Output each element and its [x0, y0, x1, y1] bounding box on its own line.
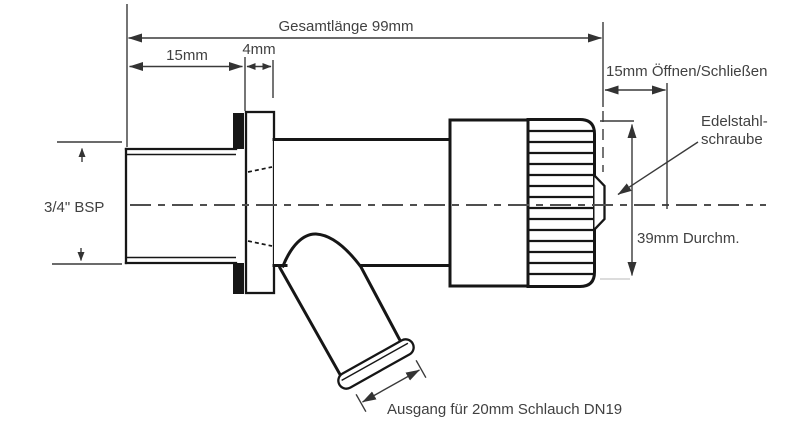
- dim-total-length-label: Gesamtlänge 99mm: [278, 18, 413, 35]
- callout-steel-screw: Edelstahl- schraube: [617, 113, 768, 196]
- dim-thread-length: 15mm: [129, 47, 243, 71]
- dim-thread-length-label: 15mm: [166, 47, 208, 64]
- flange-nut: [244, 110, 276, 295]
- dim-outlet-label: Ausgang für 20mm Schlauch DN19: [387, 401, 622, 418]
- dim-outlet: Ausgang für 20mm Schlauch DN19: [355, 359, 622, 418]
- dim-open-close-label: 15mm Öffnen/Schließen: [606, 62, 767, 80]
- steel-screw: [592, 173, 606, 232]
- screw-label-line2: schraube: [701, 131, 763, 148]
- dim-total-length: Gesamtlänge 99mm: [126, 4, 604, 172]
- spout-rim: [337, 338, 415, 390]
- valve-body: [272, 138, 453, 267]
- seal-washers: [233, 113, 244, 294]
- seal-washer-top: [233, 113, 244, 149]
- screw-label-line1: Edelstahl-: [701, 113, 768, 130]
- knurled-cap: [526, 118, 596, 288]
- valve-head: [448, 118, 531, 288]
- threaded-pipe: [124, 147, 238, 265]
- spout-inner-edge: [277, 265, 345, 381]
- dim-flange-thickness: 4mm: [242, 41, 276, 111]
- dim-head-diameter-label: 39mm Durchm.: [637, 230, 740, 247]
- screw-leader-line: [617, 141, 699, 196]
- spout-outer-edge: [281, 232, 406, 349]
- dim-bsp-label: 3/4" BSP: [44, 199, 104, 216]
- knurl-ribs: [528, 129, 595, 276]
- threaded-pipe-body: [126, 149, 236, 263]
- dim-head-diameter: 39mm Durchm.: [600, 120, 740, 280]
- dim-open-close: 15mm Öffnen/Schließen: [604, 62, 767, 209]
- dim-bsp-diameter: 3/4" BSP: [44, 141, 122, 265]
- dim-flange-thickness-label: 4mm: [242, 41, 275, 58]
- seal-washer-bottom: [233, 263, 244, 294]
